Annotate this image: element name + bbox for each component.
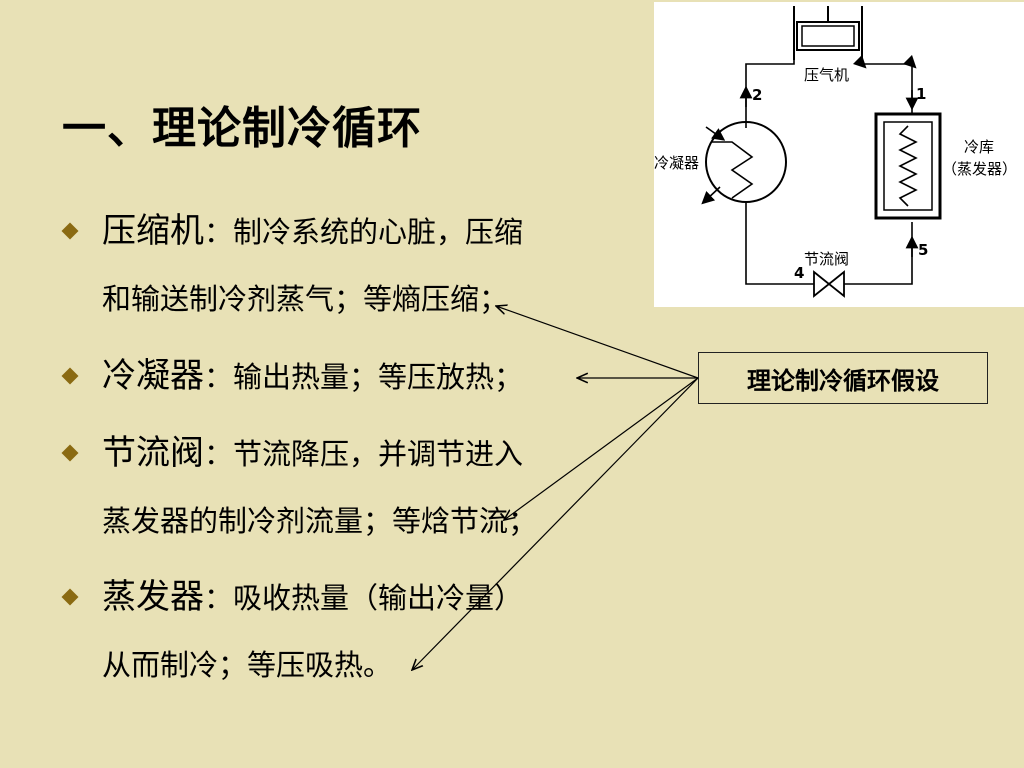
point-2-label: 2 (752, 86, 762, 104)
diamond-bullet-icon (61, 444, 79, 462)
bullet-term: 压缩机 (102, 211, 204, 251)
bullet-desc: ：制冷系统的心脏，压缩 (204, 215, 524, 249)
point-1-label: 1 (916, 85, 926, 103)
bullet-term: 节流阀 (102, 433, 204, 473)
bullet-evaporator: 蒸发器：吸收热量（输出冷量） 从而制冷；等压吸热。 (61, 566, 642, 696)
bullet-compressor: 压缩机：制冷系统的心脏，压缩 和输送制冷剂蒸气；等熵压缩； (61, 200, 642, 330)
compressor-icon (793, 6, 863, 60)
bullet-condenser: 冷凝器：输出热量；等压放热； (61, 345, 642, 413)
condenser-label: 冷凝器 (654, 154, 699, 172)
evaporator-label: （蒸发器） (942, 160, 1017, 178)
bullet-desc: ：节流降压，并调节进入 (204, 437, 524, 471)
cold-store-label: 冷库 (964, 138, 994, 156)
bullet-desc: ：吸收热量（输出冷量） (204, 581, 524, 615)
assumption-box: 理论制冷循环假设 (698, 352, 988, 404)
bullet-line2: 从而制冷；等压吸热。 (102, 648, 393, 682)
diamond-bullet-icon (61, 222, 79, 240)
bullet-line2: 和输送制冷剂蒸气；等熵压缩； (102, 282, 509, 316)
bullet-line2: 蒸发器的制冷剂流量；等焓节流； (102, 504, 538, 538)
throttle-valve-icon (813, 270, 845, 298)
point-5-label: 5 (918, 241, 928, 259)
point-4-label: 4 (794, 264, 804, 282)
diamond-bullet-icon (61, 588, 79, 606)
bullet-desc: ：输出热量；等压放热； (204, 360, 524, 394)
diamond-bullet-icon (61, 367, 79, 385)
compressor-label: 压气机 (804, 66, 849, 84)
bullet-term: 蒸发器 (102, 577, 204, 617)
cycle-diagram-svg: 压气机 冷凝器 冷库 （蒸发器） 节流阀 1 2 4 5 (654, 6, 1017, 298)
refrigeration-cycle-diagram: 压气机 冷凝器 冷库 （蒸发器） 节流阀 1 2 4 5 (654, 2, 1024, 307)
bullet-term: 冷凝器 (102, 356, 204, 396)
condenser-icon (701, 120, 787, 205)
evaporator-icon (874, 112, 942, 220)
valve-label: 节流阀 (804, 250, 849, 268)
bullet-throttle-valve: 节流阀：节流降压，并调节进入 蒸发器的制冷剂流量；等焓节流； (61, 422, 642, 552)
slide-title: 一、理论制冷循环 (62, 103, 422, 154)
